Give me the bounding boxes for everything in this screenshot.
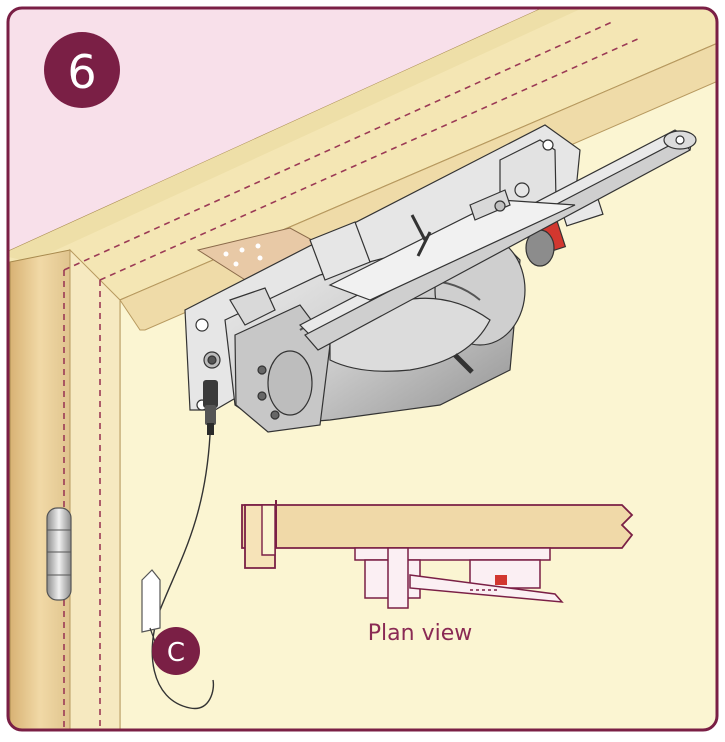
arm-pin <box>453 353 474 374</box>
frame-head-top-edge <box>8 8 600 262</box>
power-cable <box>151 380 218 710</box>
junction-box <box>141 569 161 633</box>
jamb-inner <box>69 248 121 730</box>
plan-view-drawing <box>241 500 634 609</box>
callout-letter: C <box>167 638 185 668</box>
frame-border <box>6 6 719 732</box>
frame-head <box>8 8 717 301</box>
door-jamb <box>9 249 71 730</box>
step-number: 6 <box>67 45 96 99</box>
callout-badge: C <box>152 627 200 675</box>
frame-stop-dashed-lines <box>63 21 641 730</box>
hinge <box>46 507 72 601</box>
plan-view-label: Plan view <box>368 621 472 646</box>
operator-arm <box>298 129 697 351</box>
step-badge: 6 <box>44 32 120 108</box>
